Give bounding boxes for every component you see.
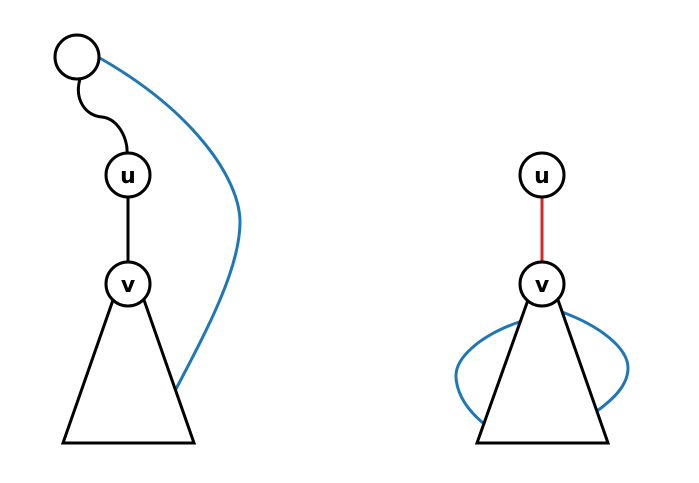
right-v-label: v [535,273,550,298]
right-back-edge-right [561,310,630,413]
left-v-label: v [121,273,136,298]
right-u-label: u [534,164,550,189]
left-diagram: u v [53,33,242,445]
right-diagram: u v [454,151,630,445]
right-u-node: u [518,151,566,199]
left-back-edge [97,55,242,390]
left-v-node: v [104,260,152,308]
left-root-to-u-path [77,78,129,154]
right-v-node: v [518,260,566,308]
left-root-node [53,33,101,81]
left-u-node: u [104,151,152,199]
left-u-label: u [120,164,136,189]
right-back-edge-left [454,319,523,425]
